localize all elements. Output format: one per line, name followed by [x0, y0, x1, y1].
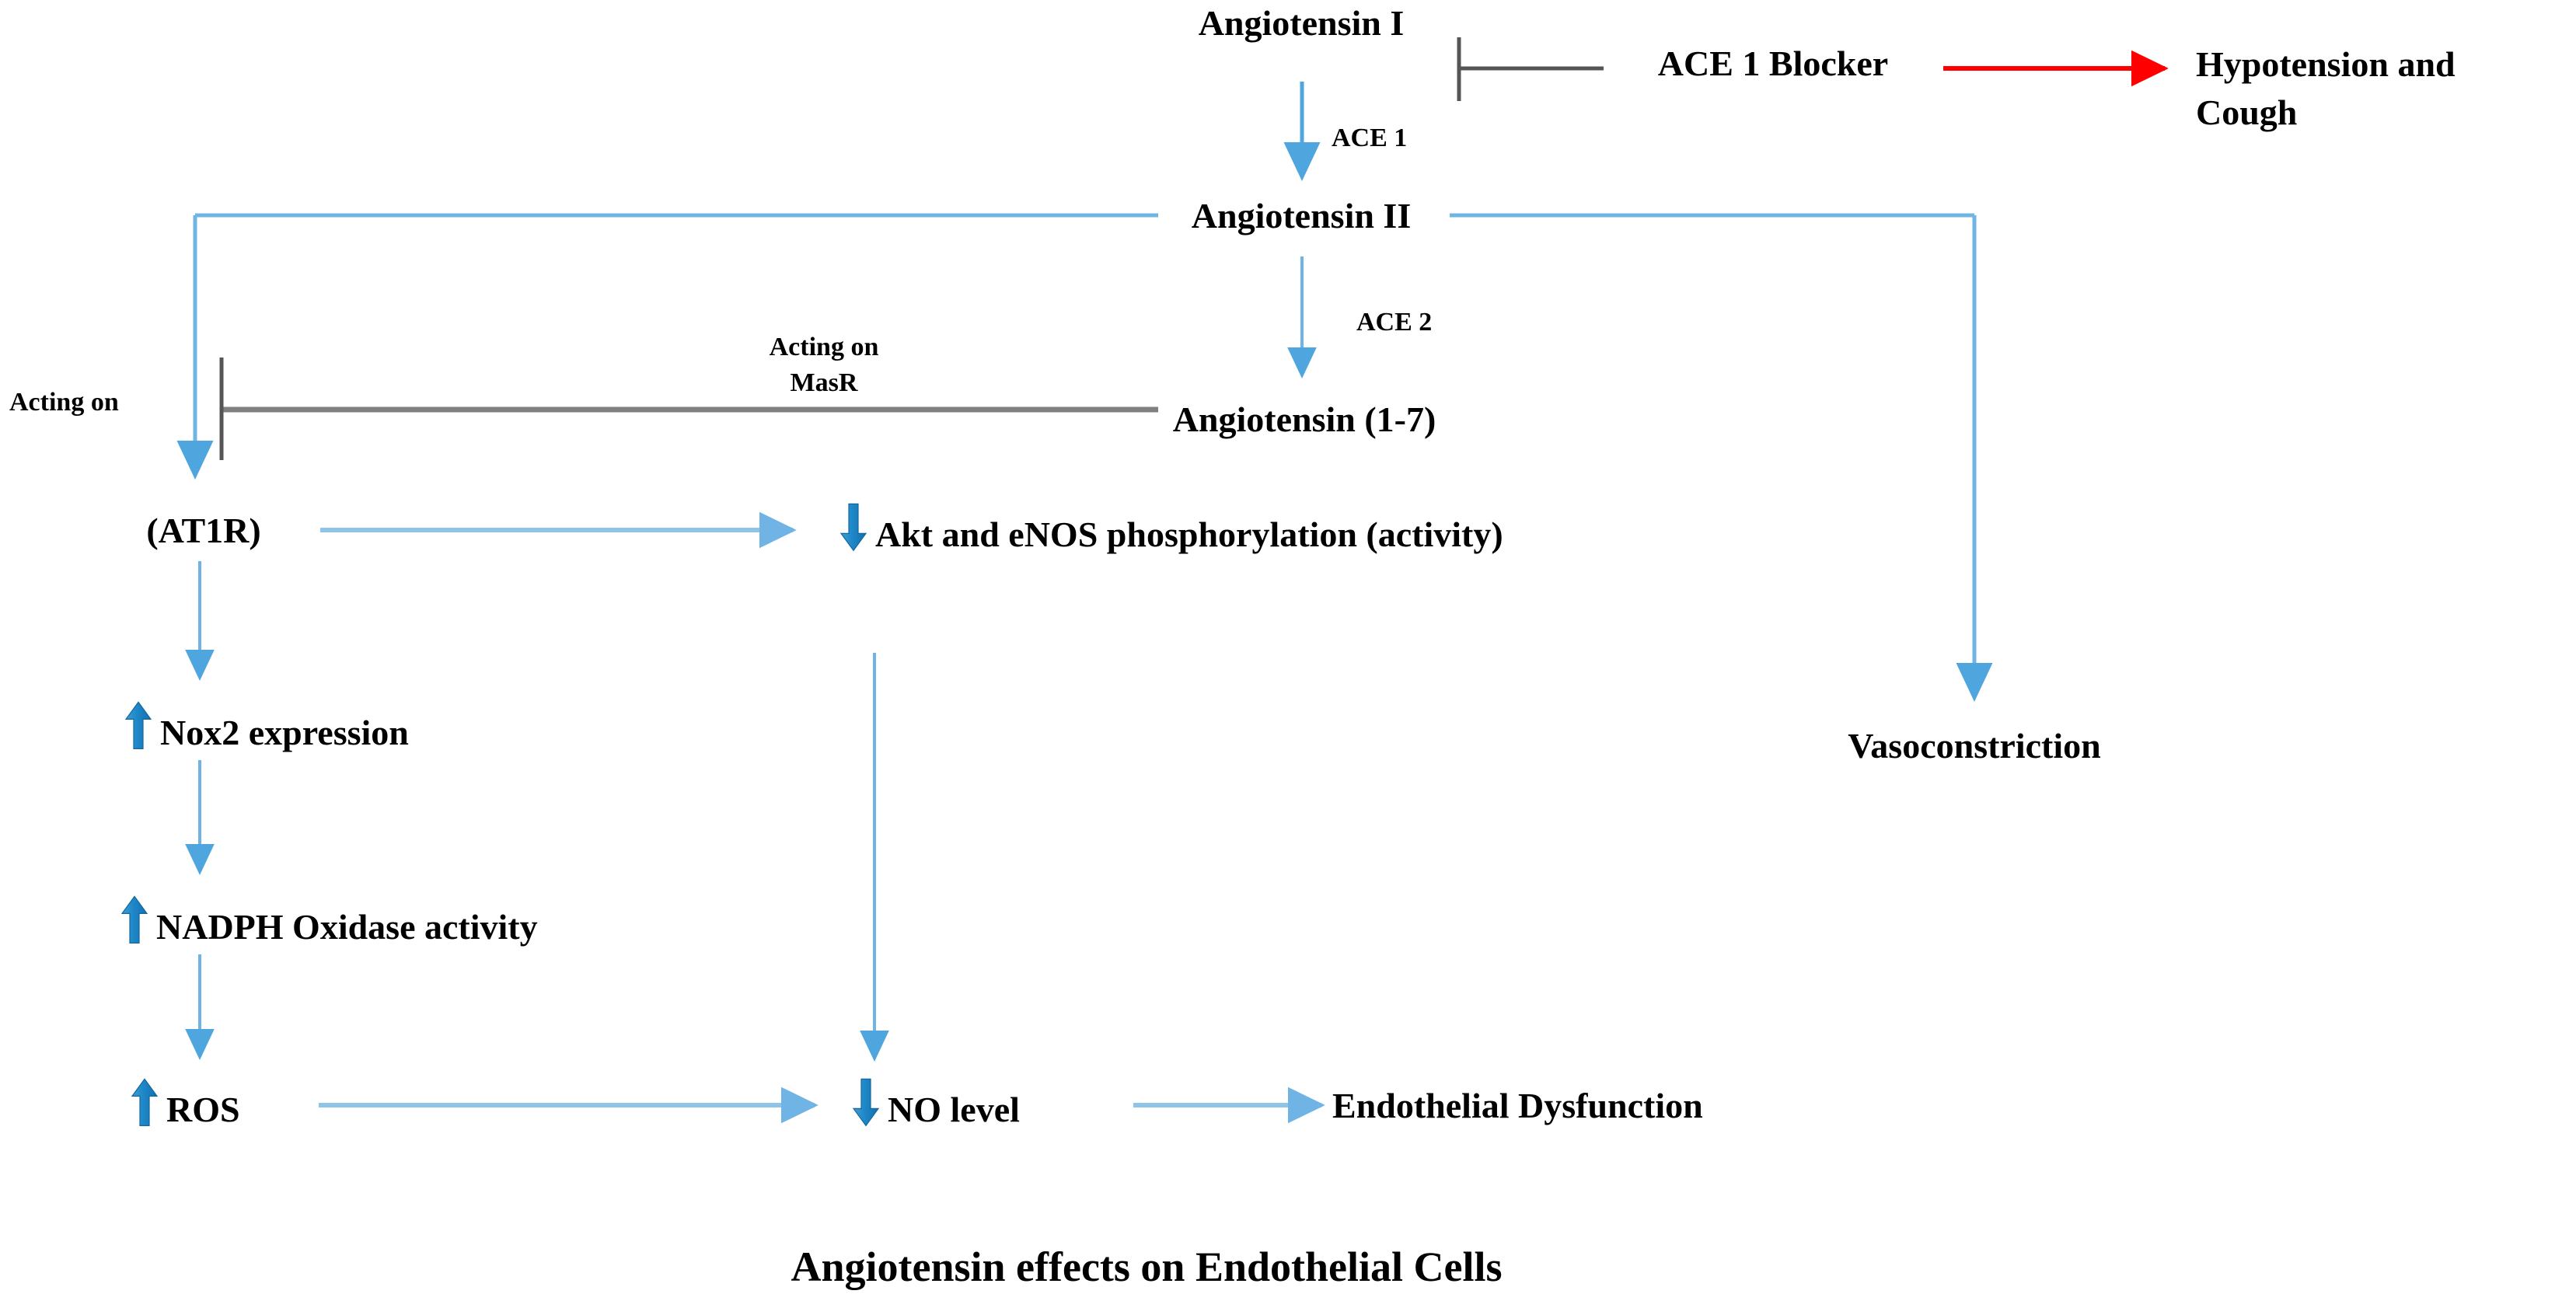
up-arrow-icon — [131, 1077, 159, 1134]
node-ros[interactable]: ROS — [131, 1077, 240, 1134]
node-nadph-label: NADPH Oxidase activity — [156, 906, 538, 947]
node-at1r[interactable]: (AT1R) — [146, 510, 261, 550]
node-akt-and-enos-label: Akt and eNOS phosphorylation (activity) — [875, 514, 1503, 554]
edge-label-acting-on: Acting on — [9, 388, 119, 417]
node-angiotensin-ii[interactable]: Angiotensin II — [1191, 195, 1412, 235]
node-akt-and-enos-phosphorylation[interactable]: Akt and eNOS phosphorylation (activity) — [839, 502, 1503, 559]
node-no-level[interactable]: NO level — [852, 1077, 1020, 1134]
up-arrow-icon — [124, 700, 152, 757]
node-nadph-oxidase-activity[interactable]: NADPH Oxidase activity — [120, 895, 538, 951]
edge-label-acting-on-masr: Acting on MasR — [769, 333, 879, 397]
up-arrow-icon — [120, 895, 148, 951]
node-angiotensin-1-7[interactable]: Angiotensin (1-7) — [1172, 399, 1436, 439]
node-ros-label: ROS — [166, 1089, 240, 1129]
node-angiotensin-i[interactable]: Angiotensin I — [1198, 2, 1405, 43]
edge-label-ace2: ACE 2 — [1356, 308, 1433, 337]
node-ace1-blocker[interactable]: ACE 1 Blocker — [1657, 43, 1889, 83]
node-endothelial-dysfunction[interactable]: Endothelial Dysfunction — [1332, 1085, 1703, 1125]
node-no-level-label: NO level — [888, 1089, 1020, 1129]
node-nox2-expression[interactable]: Nox2 expression — [124, 700, 409, 757]
node-hypotension-and-cough[interactable]: Hypotension and Cough — [2196, 44, 2456, 133]
figure-caption: Angiotensin effects on Endothelial Cells — [791, 1243, 1503, 1290]
edge-label-ace1: ACE 1 — [1332, 124, 1408, 153]
node-vasoconstriction[interactable]: Vasoconstriction — [1848, 725, 2101, 766]
node-nox2-label: Nox2 expression — [160, 712, 409, 752]
down-arrow-icon — [839, 502, 867, 559]
down-arrow-icon — [852, 1077, 880, 1134]
